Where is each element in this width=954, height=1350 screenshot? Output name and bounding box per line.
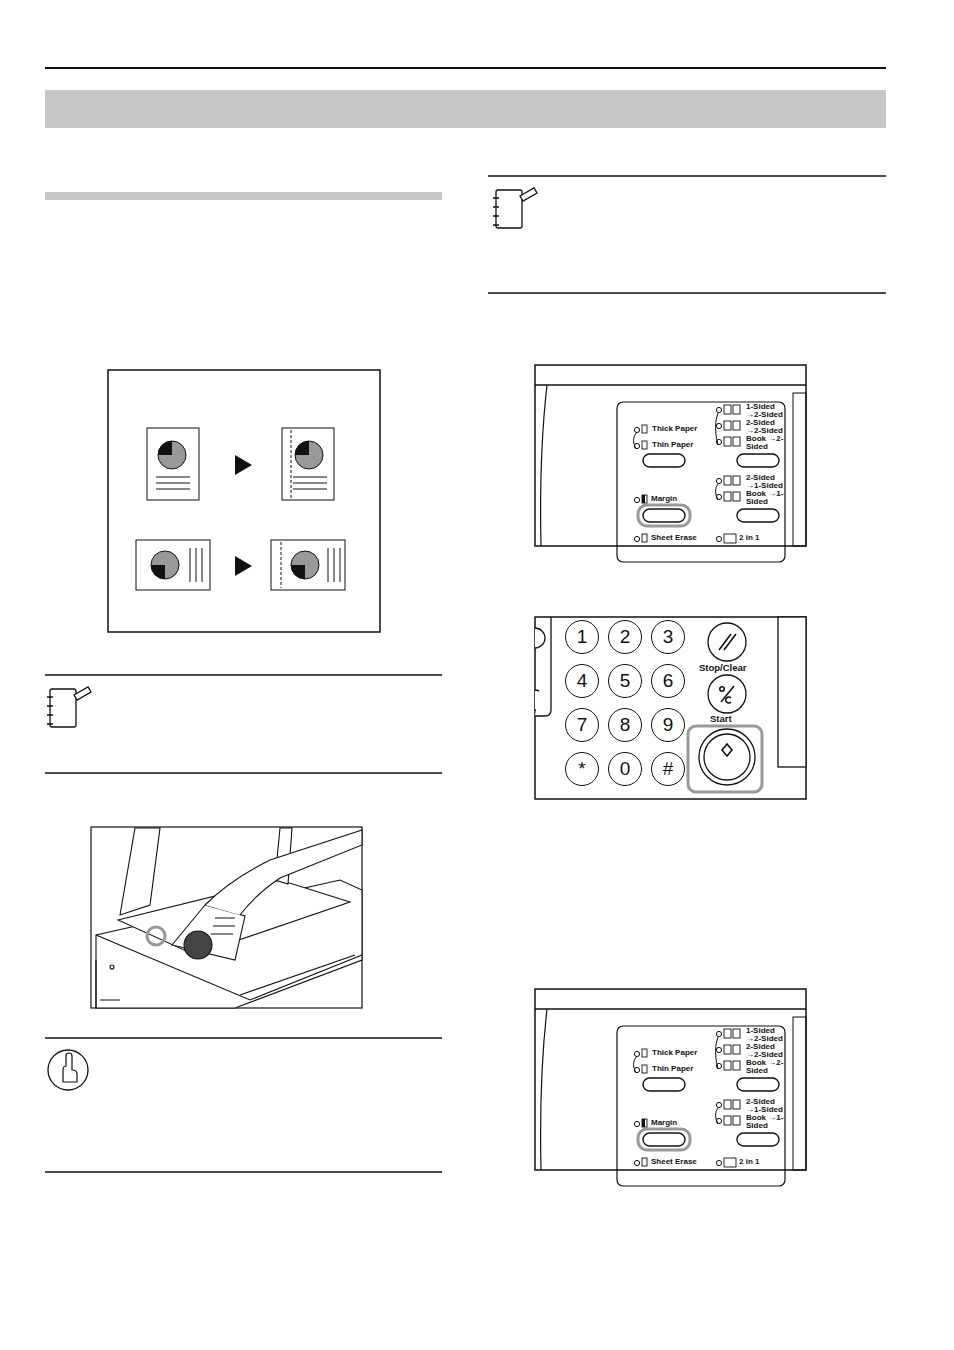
key-digit: 3 (663, 626, 674, 648)
keypad-key: 0 (608, 752, 642, 786)
key-digit: 2 (620, 626, 631, 648)
keypad-key: # (651, 752, 685, 786)
panel-label: 2 in 1 (739, 534, 779, 542)
key-digit: 6 (663, 670, 674, 692)
key-digit: 1 (577, 626, 588, 648)
key-digit: # (663, 758, 674, 780)
keypad-key: 1 (565, 620, 599, 654)
panel-label: Thin Paper (652, 441, 712, 449)
key-label: Start (710, 714, 750, 724)
panel-label: Margin (651, 1119, 701, 1127)
keypad-key: 2 (608, 620, 642, 654)
panel-label: Book →2-Sided (746, 1059, 788, 1076)
panel-label: Thin Paper (652, 1065, 712, 1073)
panel-label: Sheet Erase (651, 1158, 711, 1166)
key-digit: 4 (577, 670, 588, 692)
key-digit: 9 (663, 714, 674, 736)
panel-label: 2-Sided →1-Sided (746, 474, 788, 491)
keypad-key: 4 (565, 664, 599, 698)
panel-label: Thick Paper (652, 425, 712, 433)
key-label: Stop/Clear (699, 663, 759, 673)
panel-label: 1-Sided →2-Sided (746, 403, 788, 420)
panel-label: 2-Sided →2-Sided (746, 1043, 788, 1060)
key-digit: 5 (620, 670, 631, 692)
panel-label: Thick Paper (652, 1049, 712, 1057)
keypad-key: 5 (608, 664, 642, 698)
panel-label: Sheet Erase (651, 534, 711, 542)
panel-label: 2-Sided →1-Sided (746, 1098, 788, 1115)
panel-label: 1-Sided →2-Sided (746, 1027, 788, 1044)
key-digit: 0 (620, 758, 631, 780)
keypad-key: 8 (608, 708, 642, 742)
keypad-key: 3 (651, 620, 685, 654)
keypad-key: 6 (651, 664, 685, 698)
panel-label: 2-Sided →2-Sided (746, 419, 788, 436)
keypad-key: 9 (651, 708, 685, 742)
panel-label: Margin (651, 495, 701, 503)
panel-label: Book →1-Sided (746, 1114, 788, 1131)
panel-label: Book →2-Sided (746, 435, 788, 452)
key-digit: 7 (577, 714, 588, 736)
key-digit: * (578, 758, 585, 780)
keypad-key: * (565, 752, 599, 786)
panel-label: 2 in 1 (739, 1158, 779, 1166)
panel-label: Book →1-Sided (746, 490, 788, 507)
keypad-key: 7 (565, 708, 599, 742)
key-digit: 8 (620, 714, 631, 736)
